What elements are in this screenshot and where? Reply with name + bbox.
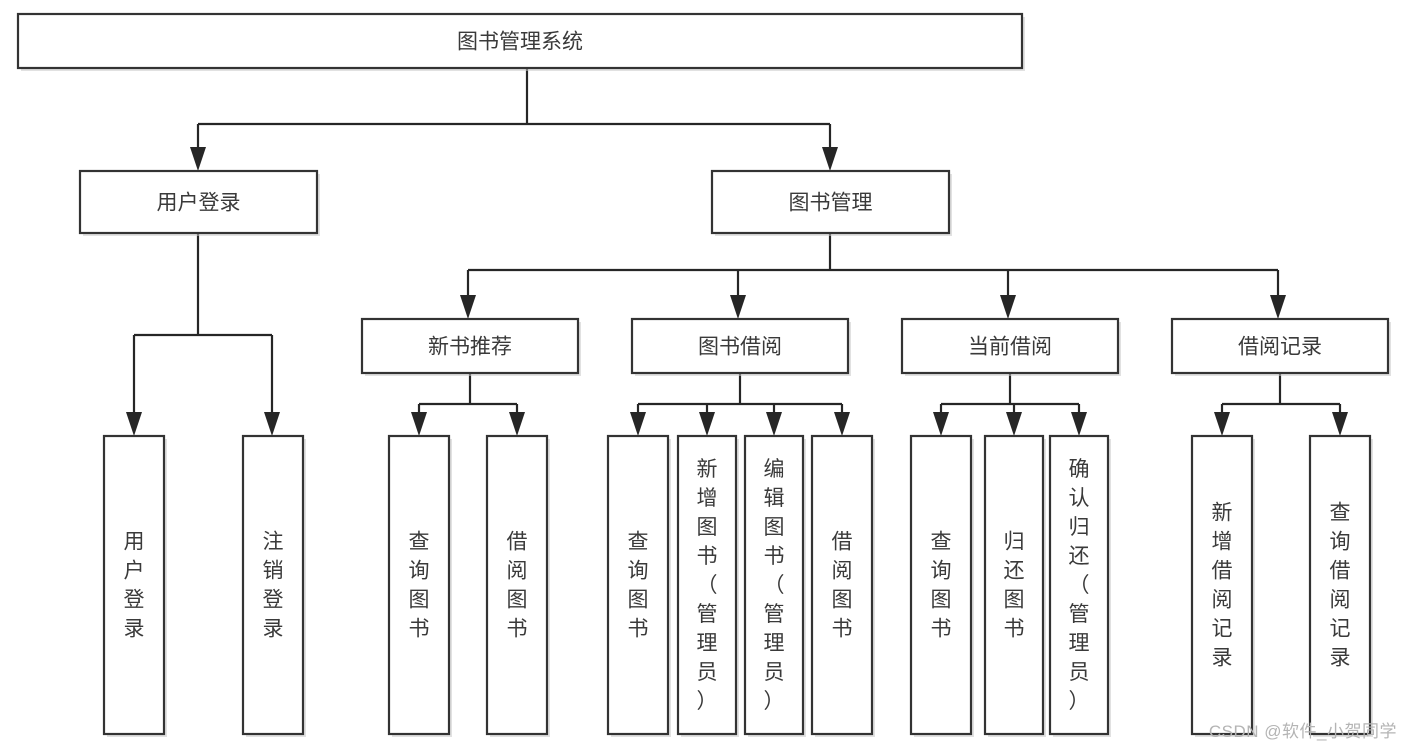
arrow-head-icon — [1000, 295, 1016, 319]
node-box[interactable] — [676, 434, 738, 736]
arrow-head-icon — [460, 295, 476, 319]
node-leaf-user-login[interactable]: 用户登录 — [102, 434, 167, 737]
node-box[interactable] — [606, 434, 670, 736]
node-label: 编辑图书（管理员） — [764, 458, 785, 713]
node-box[interactable] — [810, 434, 874, 736]
node-label: 确认归还（管理员） — [1069, 458, 1090, 713]
node-label: 当前借阅 — [968, 336, 1052, 359]
arrow-head-icon — [1214, 412, 1230, 436]
node-box[interactable] — [710, 169, 951, 235]
node-box[interactable] — [1048, 434, 1110, 736]
node-label: 用户登录 — [157, 192, 241, 215]
node-leaf-borrow-book[interactable]: 借阅图书 — [810, 434, 875, 737]
arrow-head-icon — [190, 147, 206, 171]
node-box[interactable] — [102, 434, 166, 736]
node-label: 查询图书 — [409, 530, 430, 640]
node-label: 借阅图书 — [832, 530, 853, 640]
arrow-head-icon — [766, 412, 782, 436]
arrow-head-icon — [1071, 412, 1087, 436]
node-box[interactable] — [485, 434, 549, 736]
node-root[interactable]: 图书管理系统 — [16, 12, 1025, 71]
node-box[interactable] — [241, 434, 305, 736]
node-label: 用户登录 — [124, 530, 145, 640]
node-leaf-query-book-current[interactable]: 查询图书 — [909, 434, 974, 737]
node-book-borrow[interactable]: 图书借阅 — [630, 317, 851, 376]
node-label: 新增图书（管理员） — [697, 458, 718, 713]
node-box[interactable] — [387, 434, 451, 736]
arrow-head-icon — [509, 412, 525, 436]
arrow-head-icon — [822, 147, 838, 171]
node-new-book-recommend[interactable]: 新书推荐 — [360, 317, 581, 376]
node-label: 图书管理系统 — [457, 31, 583, 54]
node-current-borrow[interactable]: 当前借阅 — [900, 317, 1121, 376]
node-label: 借阅图书 — [507, 530, 528, 640]
node-box[interactable] — [16, 12, 1024, 70]
node-label: 图书借阅 — [698, 336, 782, 359]
node-leaf-query-borrow-record[interactable]: 查询借阅记录 — [1308, 434, 1373, 737]
node-leaf-add-borrow-record[interactable]: 新增借阅记录 — [1190, 434, 1255, 737]
node-box[interactable] — [1308, 434, 1372, 736]
node-box[interactable] — [78, 169, 319, 235]
node-label: 借阅记录 — [1238, 336, 1322, 359]
node-leaf-logout[interactable]: 注销登录 — [241, 434, 306, 737]
connector-layer — [126, 68, 1348, 436]
node-leaf-add-book-admin[interactable]: 新增图书（管理员） — [676, 434, 739, 737]
node-label: 图书管理 — [789, 192, 873, 215]
node-borrow-record[interactable]: 借阅记录 — [1170, 317, 1391, 376]
node-leaf-edit-book-admin[interactable]: 编辑图书（管理员） — [743, 434, 806, 737]
node-label: 查询图书 — [628, 530, 649, 640]
node-label: 归还图书 — [1004, 530, 1025, 640]
node-box[interactable] — [360, 317, 580, 375]
arrow-head-icon — [1332, 412, 1348, 436]
node-box[interactable] — [630, 317, 850, 375]
arrow-head-icon — [730, 295, 746, 319]
node-box[interactable] — [900, 317, 1120, 375]
node-user-login[interactable]: 用户登录 — [78, 169, 320, 236]
arrow-head-icon — [834, 412, 850, 436]
arrow-head-icon — [699, 412, 715, 436]
node-box[interactable] — [1170, 317, 1390, 375]
arrow-head-icon — [126, 412, 142, 436]
arrow-head-icon — [411, 412, 427, 436]
node-leaf-return-book[interactable]: 归还图书 — [983, 434, 1046, 737]
node-book-manage[interactable]: 图书管理 — [710, 169, 952, 236]
node-label: 新书推荐 — [428, 336, 512, 359]
node-label: 查询图书 — [931, 530, 952, 640]
node-label: 新增借阅记录 — [1212, 501, 1233, 669]
arrow-head-icon — [264, 412, 280, 436]
node-layer: 图书管理系统用户登录图书管理新书推荐图书借阅当前借阅借阅记录用户登录注销登录查询… — [16, 12, 1391, 737]
arrow-head-icon — [630, 412, 646, 436]
node-leaf-query-book-recommend[interactable]: 查询图书 — [387, 434, 452, 737]
node-leaf-borrow-book-recommend[interactable]: 借阅图书 — [485, 434, 550, 737]
node-box[interactable] — [909, 434, 973, 736]
node-label: 查询借阅记录 — [1330, 501, 1351, 669]
node-box[interactable] — [743, 434, 805, 736]
arrow-head-icon — [1006, 412, 1022, 436]
node-box[interactable] — [983, 434, 1045, 736]
node-label: 注销登录 — [263, 530, 284, 640]
node-leaf-confirm-return-admin[interactable]: 确认归还（管理员） — [1048, 434, 1111, 737]
arrow-head-icon — [933, 412, 949, 436]
arrow-head-icon — [1270, 295, 1286, 319]
node-box[interactable] — [1190, 434, 1254, 736]
node-leaf-query-book-borrow[interactable]: 查询图书 — [606, 434, 671, 737]
